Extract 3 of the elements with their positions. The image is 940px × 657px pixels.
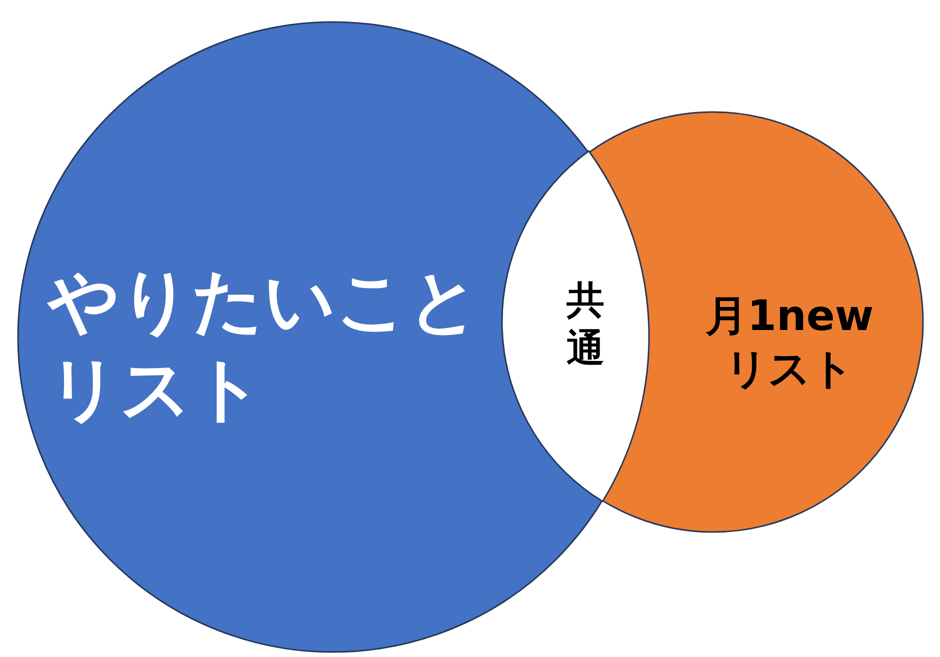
circle-label: やりたいことリスト	[48, 259, 481, 432]
circle-label: 共通	[566, 277, 606, 372]
circle-label: 月1newリスト	[704, 290, 875, 394]
